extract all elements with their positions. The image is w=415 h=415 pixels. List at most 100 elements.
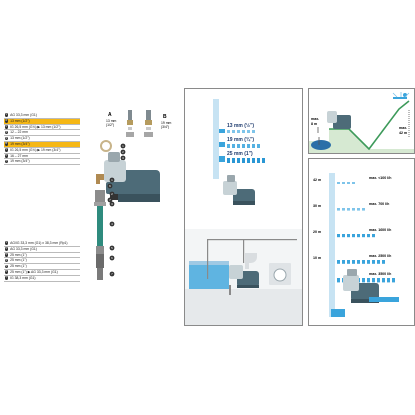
row-marker: 5 — [4, 264, 9, 269]
callout-col-6: 6 — [111, 256, 113, 260]
row-text: 25 mm (1") — [10, 258, 27, 263]
row-marker: 7 — [4, 159, 9, 164]
row-text: 13 mm (1/2") — [10, 136, 30, 141]
option-a-inch: (1/2") — [106, 123, 114, 127]
row-text: 25 mm (1") ▶ AG 33,3 mm (G1) — [10, 270, 58, 274]
flow-drop — [362, 278, 365, 283]
flow-drop — [337, 208, 340, 211]
callout-3: 3 — [122, 156, 124, 160]
row-marker: 3 — [4, 252, 9, 257]
flow-drop — [372, 278, 375, 283]
flow-height-label: 30 m — [313, 204, 321, 208]
riser-pipe — [329, 173, 335, 317]
flow-drop — [382, 260, 385, 264]
water-source — [311, 140, 331, 150]
flow-drop — [377, 260, 380, 264]
flow-drop — [362, 208, 365, 211]
option-b-inch: (3/4") — [161, 125, 169, 129]
row-text: IG 38,3 mm (G1) — [10, 275, 36, 280]
row-marker: 7 — [4, 276, 9, 280]
pressure-max-value: 42 m — [399, 131, 407, 135]
flow-drop — [362, 260, 365, 264]
row-text: AG 33,3 mm (G1) — [10, 113, 37, 117]
callout-col-1: 1 — [111, 178, 113, 182]
option-a-letter: A — [108, 112, 112, 118]
hose-row-19: 19 mm (¾") — [219, 136, 260, 148]
hill-pump-icon — [333, 115, 351, 129]
suction-height-panel: max. 8 m max. 42 m — [308, 88, 415, 154]
hose-label-13: 13 mm (½") — [227, 122, 254, 129]
flow-rate-label: max. 1600 l/h — [369, 228, 391, 232]
option-b-letter: B — [163, 114, 167, 120]
row-text: 25 mm (1") — [10, 252, 27, 257]
row-text: IG 26,5 mm (G¾) ▶ 13 mm (1/2") — [10, 124, 61, 129]
row-text: 16 – 27 mm — [10, 153, 28, 158]
hose-size-panel: 13 mm (½") 19 mm (¾") 25 mm (1") — [184, 88, 303, 326]
row-marker: B — [4, 142, 9, 146]
flow-drop — [352, 234, 355, 238]
fittings-b-column — [144, 110, 153, 137]
row-marker: 3 — [4, 130, 9, 135]
flow-drop — [392, 278, 395, 283]
pump-illustration — [104, 152, 160, 202]
flow-drop — [342, 208, 345, 211]
flow-row: 30 m max. 700 l/h — [313, 202, 389, 211]
row-marker: 2 — [4, 124, 9, 129]
row-marker: A — [4, 119, 9, 123]
flow-drop — [362, 234, 365, 238]
supply-pipe — [213, 99, 219, 179]
callout-1: 1 — [122, 144, 124, 148]
callout-col-2: 2 — [111, 192, 113, 196]
flow-drop — [372, 260, 375, 264]
flow-drop — [357, 260, 360, 264]
flow-drop — [347, 208, 350, 211]
flow-drop — [352, 208, 355, 211]
flow-drop — [357, 208, 360, 211]
flow-drop — [367, 234, 370, 238]
pressure-max-label: max. — [399, 126, 407, 130]
row-text: 19 mm (3/4") — [10, 159, 30, 164]
suction-height-diagram: max. 8 m max. 42 m — [309, 89, 414, 153]
pump-icon — [223, 175, 255, 205]
flow-drop — [352, 260, 355, 264]
hose-label-25: 25 mm (1") — [227, 151, 253, 157]
flow-drop — [382, 278, 385, 283]
callout-col-5: 5 — [111, 246, 113, 250]
row-marker: 6 — [4, 270, 9, 274]
callout-col-4: 4 — [111, 222, 113, 226]
flow-drop — [337, 260, 340, 264]
callout-col-7: 7 — [111, 272, 113, 276]
flow-rate-label: max. 3500 l/h — [369, 272, 391, 276]
callout-col-3: 3 — [111, 202, 113, 206]
flow-drop — [337, 182, 340, 184]
flow-rate-label: max. 2500 l/h — [369, 254, 391, 258]
flow-rate-label: max. <100 l/h — [369, 176, 391, 180]
exploded-diagram: A 13 mm (1/2") B 19 mm (3/4") 1 2 3 — [94, 110, 172, 280]
toilet-icon — [245, 253, 257, 269]
hose-label-19: 19 mm (¾") — [227, 136, 254, 143]
flow-drop — [337, 234, 340, 238]
seal-ring-icon — [100, 140, 112, 152]
option-b-size: 19 mm — [161, 121, 172, 125]
fittings-a-column — [126, 110, 134, 137]
flow-drop — [342, 234, 345, 238]
flow-rate-label: max. 700 l/h — [369, 202, 389, 206]
row-marker: 5 — [4, 148, 9, 152]
option-a-size: 13 mm — [106, 119, 117, 123]
row-text: IG 26,5 mm (G¾) ▶ 19 mm (3/4") — [10, 147, 61, 152]
flow-drop — [342, 260, 345, 264]
